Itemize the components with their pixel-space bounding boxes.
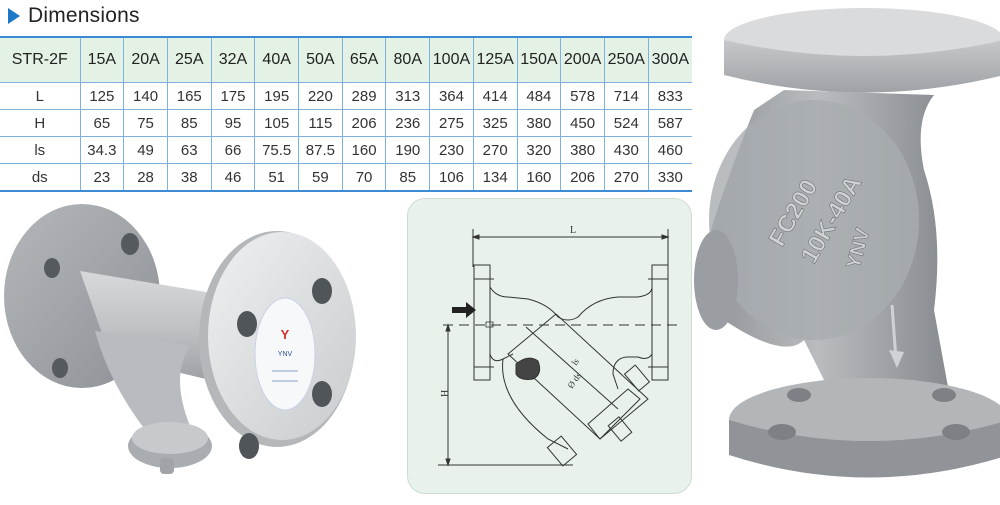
cell: 289 xyxy=(341,82,387,110)
flow-direction-arrow-icon xyxy=(890,304,898,361)
cell: 75 xyxy=(123,109,168,137)
cell: 270 xyxy=(603,163,649,191)
size-header: 25A xyxy=(166,37,212,83)
cast-y-strainer-illustration: FC200 10K-40A YNV xyxy=(694,0,1000,500)
y-strainer-photo-right: FC200 10K-40A YNV xyxy=(694,0,1000,500)
cell: 587 xyxy=(647,109,692,137)
row-label: L xyxy=(0,82,81,110)
size-header: 65A xyxy=(341,37,387,83)
cell: 313 xyxy=(385,82,431,110)
size-header: 40A xyxy=(254,37,300,83)
cell: 75.5 xyxy=(254,136,300,164)
cell: 125 xyxy=(79,82,125,110)
cell: 414 xyxy=(472,82,518,110)
triangle-right-icon xyxy=(8,8,20,24)
dimension-label-ls: ls xyxy=(569,356,581,367)
svg-text:Y: Y xyxy=(281,327,290,342)
cell: 63 xyxy=(166,136,212,164)
cell: 160 xyxy=(516,163,562,191)
cell: 484 xyxy=(516,82,562,110)
cell: 23 xyxy=(79,163,125,191)
cell: 165 xyxy=(166,82,212,110)
row-label: ls xyxy=(0,136,81,164)
size-header: 50A xyxy=(298,37,343,83)
cell: 230 xyxy=(429,136,474,164)
cell: 106 xyxy=(429,163,474,191)
cell: 85 xyxy=(166,109,212,137)
size-header: 15A xyxy=(79,37,125,83)
cell: 220 xyxy=(298,82,343,110)
cell: 34.3 xyxy=(79,136,125,164)
cell: 206 xyxy=(341,109,387,137)
size-header: 200A xyxy=(560,37,605,83)
size-header: 32A xyxy=(210,37,256,83)
cell: 195 xyxy=(254,82,300,110)
cell: 190 xyxy=(385,136,431,164)
cell: 134 xyxy=(472,163,518,191)
cell: 66 xyxy=(210,136,256,164)
table-row-L: L 125 140 165 175 195 220 289 313 364 41… xyxy=(0,82,692,110)
cell: 430 xyxy=(603,136,649,164)
cell: 46 xyxy=(210,163,256,191)
cell: 833 xyxy=(647,82,692,110)
size-header: 100A xyxy=(429,37,474,83)
cell: 206 xyxy=(560,163,605,191)
cell: 380 xyxy=(516,109,562,137)
cell: 115 xyxy=(298,109,343,137)
dimension-label-ds: Ø ds xyxy=(565,370,583,390)
section-title: Dimensions xyxy=(28,4,140,27)
y-strainer-illustration: Y YNV xyxy=(4,204,356,474)
cell: 85 xyxy=(385,163,431,191)
y-strainer-photo-left: Y YNV xyxy=(0,196,400,500)
cell: 105 xyxy=(254,109,300,137)
size-header: 250A xyxy=(603,37,649,83)
model-header: STR-2F xyxy=(0,37,81,83)
cell: 175 xyxy=(210,82,256,110)
table-row-ls: ls 34.3 49 63 66 75.5 87.5 160 190 230 2… xyxy=(0,136,692,164)
technical-drawing-panel: L H ls Ø ds xyxy=(407,198,692,494)
section-heading: Dimensions xyxy=(8,3,140,29)
cell: 87.5 xyxy=(298,136,343,164)
dimension-label-L: L xyxy=(570,225,576,236)
table-row-H: H 65 75 85 95 105 115 206 236 275 325 38… xyxy=(0,109,692,137)
cell: 450 xyxy=(560,109,605,137)
cell: 38 xyxy=(166,163,212,191)
cell: 49 xyxy=(123,136,168,164)
cell: 330 xyxy=(647,163,692,191)
size-header: 150A xyxy=(516,37,562,83)
cell: 460 xyxy=(647,136,692,164)
size-header: 300A xyxy=(647,37,692,83)
cell: 325 xyxy=(472,109,518,137)
cell: 714 xyxy=(603,82,649,110)
cell: 380 xyxy=(560,136,605,164)
cell: 28 xyxy=(123,163,168,191)
cell: 140 xyxy=(123,82,168,110)
size-header: 125A xyxy=(472,37,518,83)
cell: 320 xyxy=(516,136,562,164)
table-row-ds: ds 23 28 38 46 51 59 70 85 106 134 160 2… xyxy=(0,163,692,191)
svg-text:YNV: YNV xyxy=(278,351,293,358)
row-label: H xyxy=(0,109,81,137)
cell: 270 xyxy=(472,136,518,164)
cell: 275 xyxy=(429,109,474,137)
cell: 51 xyxy=(254,163,300,191)
table-header-row: STR-2F 15A 20A 25A 32A 40A 50A 65A 80A 1… xyxy=(0,37,692,83)
cell: 236 xyxy=(385,109,431,137)
cell: 65 xyxy=(79,109,125,137)
row-label: ds xyxy=(0,163,81,191)
cell: 160 xyxy=(341,136,387,164)
cell: 364 xyxy=(429,82,474,110)
cell: 578 xyxy=(560,82,605,110)
flow-arrow-icon xyxy=(452,302,476,318)
size-header: 20A xyxy=(123,37,168,83)
cell: 95 xyxy=(210,109,256,137)
dimensions-table: STR-2F 15A 20A 25A 32A 40A 50A 65A 80A 1… xyxy=(0,36,692,192)
cell: 524 xyxy=(603,109,649,137)
cell: 59 xyxy=(298,163,343,191)
dimension-label-H: H xyxy=(440,390,451,397)
cell: 70 xyxy=(341,163,387,191)
y-strainer-cross-section-diagram: L H ls Ø ds xyxy=(438,225,683,467)
size-header: 80A xyxy=(385,37,431,83)
